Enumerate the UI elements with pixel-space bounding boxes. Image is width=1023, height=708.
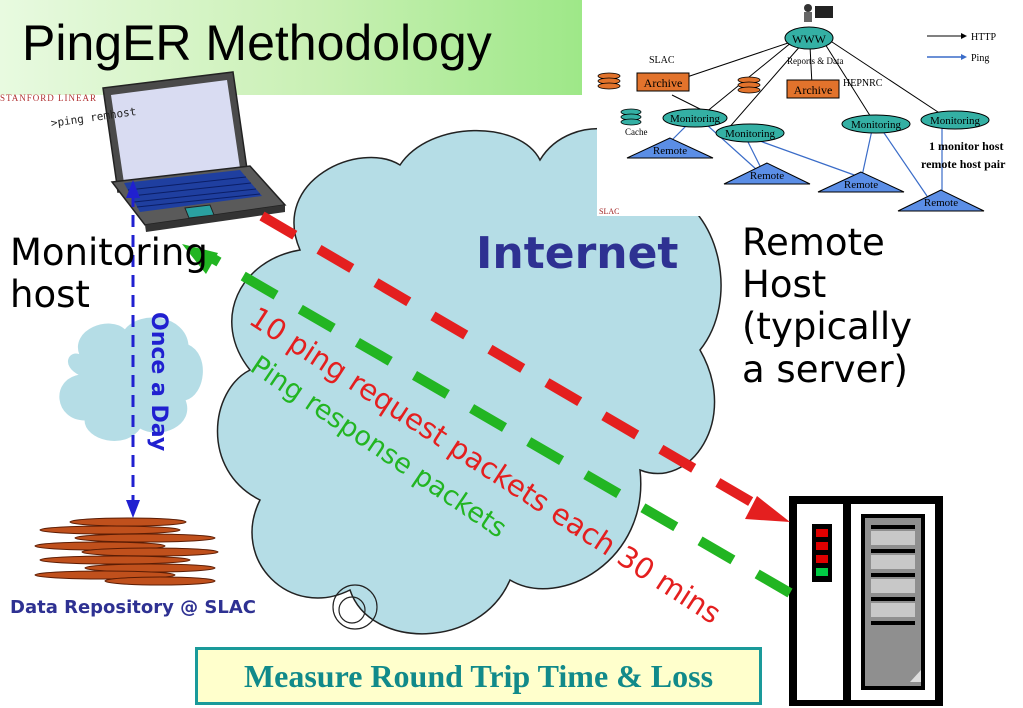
schedule-arrow bbox=[126, 180, 140, 518]
slac-label: SLAC bbox=[649, 55, 675, 66]
monitoring-node-4: Monitoring bbox=[930, 115, 981, 127]
measure-box: Measure Round Trip Time & Loss bbox=[195, 647, 762, 705]
remote-node-2: Remote bbox=[750, 170, 784, 182]
monitoring-host-line-1: Monitoring bbox=[10, 231, 208, 274]
measure-label: Measure Round Trip Time & Loss bbox=[243, 657, 714, 694]
title-banner bbox=[0, 0, 582, 95]
small-cloud bbox=[59, 317, 203, 441]
archive-hepnrc-label: Archive bbox=[794, 83, 833, 97]
monitoring-node-1: Monitoring bbox=[670, 113, 721, 125]
slac-logo-text: SLAC bbox=[599, 207, 619, 216]
schedule-label: Once a Day bbox=[146, 312, 171, 452]
archive-slac-label: Archive bbox=[644, 76, 683, 90]
cache-disk-icon bbox=[620, 108, 642, 126]
monitoring-node-3: Monitoring bbox=[851, 119, 902, 131]
legend-http-label: HTTP bbox=[971, 32, 996, 43]
internet-cloud bbox=[216, 128, 722, 635]
user-icon bbox=[804, 4, 833, 22]
data-repository-icon bbox=[34, 517, 219, 586]
stanford-banner-text: STANFORD LINEAR bbox=[0, 93, 98, 103]
repository-label: Data Repository @ SLAC bbox=[10, 597, 256, 618]
remote-host-line-4: a server) bbox=[742, 347, 908, 391]
page-title: PingER Methodology bbox=[22, 15, 492, 71]
inset-note-line-2: remote host pair bbox=[921, 157, 1006, 171]
remote-node-4: Remote bbox=[924, 197, 958, 209]
monitoring-host-label: Monitoring host bbox=[10, 231, 208, 317]
remote-node-3: Remote bbox=[844, 179, 878, 191]
remote-host-line-3: (typically bbox=[742, 305, 913, 349]
remote-host-label: Remote Host (typically a server) bbox=[742, 221, 913, 391]
reports-label: Reports & Data bbox=[787, 56, 844, 66]
request-arrow bbox=[259, 211, 790, 522]
legend-ping-label: Ping bbox=[971, 53, 989, 64]
laptop-icon bbox=[102, 71, 287, 232]
www-node-label: WWW bbox=[792, 32, 827, 46]
hepnrc-label: HEPNRC bbox=[843, 78, 883, 89]
hepnrc-disk-icon bbox=[737, 76, 761, 94]
inset-note-line-1: 1 monitor host bbox=[929, 139, 1003, 153]
architecture-inset: WWW Reports & Data SLAC Archive HEPNRC A… bbox=[597, 0, 1023, 216]
remote-host-line-2: Host bbox=[742, 263, 827, 307]
monitoring-node-2: Monitoring bbox=[725, 128, 776, 140]
internet-label: Internet bbox=[476, 228, 679, 279]
response-arrow bbox=[182, 244, 793, 598]
slac-disk-icon bbox=[597, 72, 621, 90]
cache-label: Cache bbox=[625, 127, 648, 137]
remote-node-1: Remote bbox=[653, 145, 687, 157]
server-icon bbox=[789, 496, 943, 706]
remote-host-line-1: Remote bbox=[742, 221, 885, 264]
monitoring-host-line-2: host bbox=[10, 273, 90, 317]
